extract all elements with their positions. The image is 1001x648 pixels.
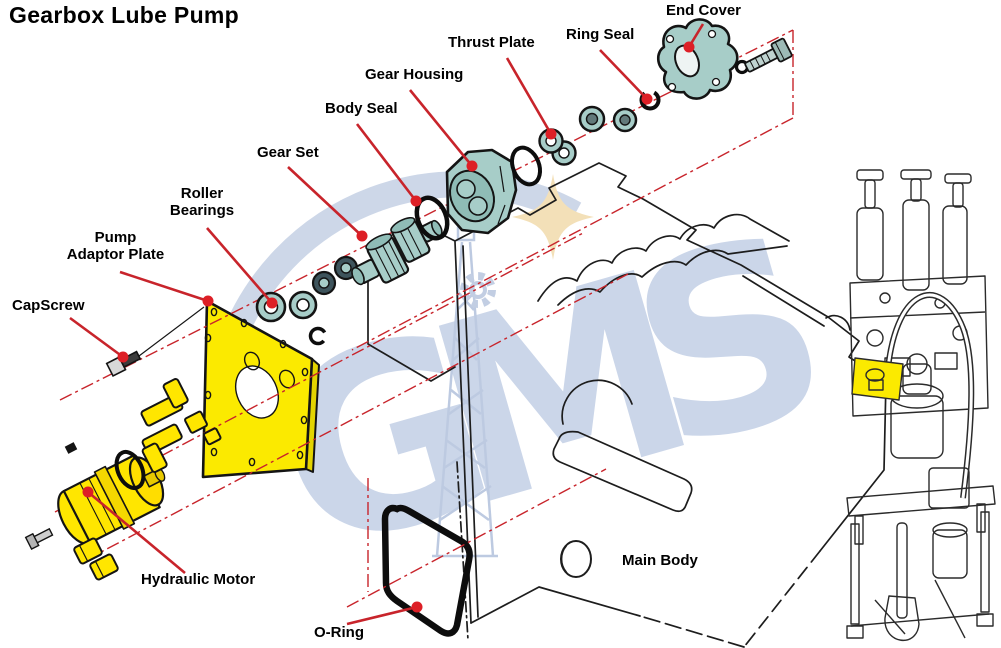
leader-lines bbox=[69, 23, 705, 626]
watermark-text: GMS bbox=[244, 182, 839, 609]
gms-watermark: GMS bbox=[219, 171, 840, 609]
star-icon bbox=[512, 174, 594, 260]
housing-seal-part bbox=[510, 145, 542, 187]
label-end-cover: End Cover bbox=[666, 2, 742, 19]
capscrew-guide-line bbox=[134, 306, 205, 360]
motor-mount-bolt-part bbox=[24, 527, 54, 551]
highlighted-pump-location bbox=[851, 357, 904, 401]
thrust-plate-part bbox=[538, 128, 577, 166]
label-main-body: Main Body bbox=[622, 552, 698, 569]
label-o-ring: O-Ring bbox=[314, 624, 364, 641]
label-hydraulic-motor: Hydraulic Motor bbox=[141, 571, 256, 588]
small-key-part bbox=[64, 442, 78, 454]
body-seal-part bbox=[414, 195, 450, 241]
bolt-part bbox=[744, 37, 793, 73]
label-roller-bearings: Roller Bearings bbox=[169, 185, 235, 219]
label-gear-set: Gear Set bbox=[257, 144, 319, 161]
cap-nuts-part bbox=[73, 537, 119, 581]
snap-ring-part bbox=[308, 326, 328, 346]
label-ring-seal: Ring Seal bbox=[566, 26, 635, 43]
bushings-part bbox=[578, 105, 638, 133]
end-cover-part bbox=[656, 18, 739, 100]
pump-adaptor-plate-part bbox=[201, 299, 320, 479]
label-capscrew: CapScrew bbox=[12, 297, 85, 314]
motor-seal-ring bbox=[114, 449, 146, 491]
gear-housing-part bbox=[445, 148, 518, 235]
hydraulic-fittings-part bbox=[140, 378, 222, 473]
label-thrust-plate: Thrust Plate bbox=[448, 34, 535, 51]
label-gear-housing: Gear Housing bbox=[365, 66, 464, 83]
centerlines bbox=[54, 29, 794, 608]
roller-bearings-part bbox=[255, 255, 359, 323]
hydraulic-motor-part bbox=[57, 449, 166, 545]
gear-set-part bbox=[351, 216, 443, 286]
label-body-seal: Body Seal bbox=[325, 100, 398, 117]
page-title: Gearbox Lube Pump bbox=[9, 2, 240, 28]
label-pump-adaptor-plate: Pump Adaptor Plate bbox=[66, 229, 165, 263]
o-ring-part bbox=[381, 504, 473, 637]
assembled-pump-drawing bbox=[846, 169, 996, 641]
leader-dots bbox=[82, 41, 695, 613]
